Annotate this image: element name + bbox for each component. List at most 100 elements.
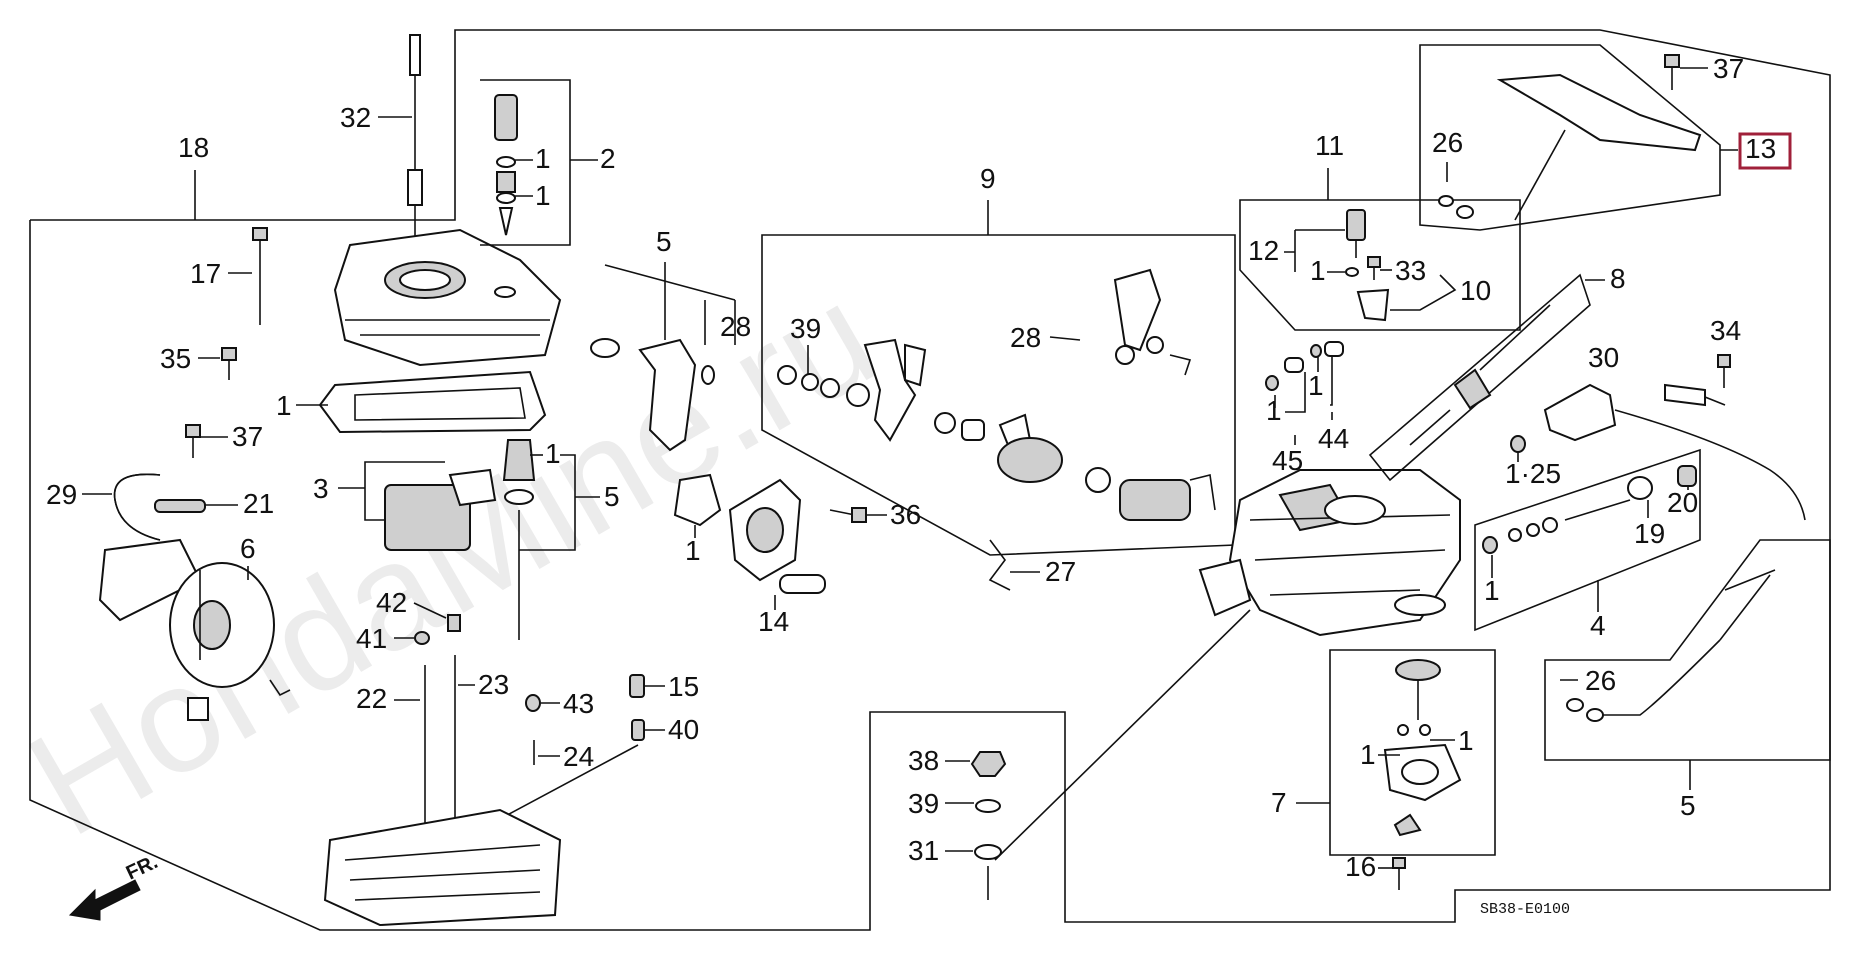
part-16-screw: [1392, 857, 1406, 890]
callout-1-45: 1: [1266, 395, 1282, 426]
callout-1-44: 1: [1308, 370, 1324, 401]
group-13-frame: [1419, 44, 1721, 231]
callout-38: 38: [908, 745, 939, 776]
callout-43: 43: [563, 688, 594, 719]
part-27-clip: [988, 539, 1011, 591]
part-33-screw: [1367, 256, 1381, 280]
part-7-accelerator-pump: [1383, 659, 1462, 837]
callout-26-right: 26: [1585, 665, 1616, 696]
part-15: [629, 674, 645, 698]
part-13-bracket: [1496, 73, 1702, 221]
callout-34: 34: [1710, 315, 1741, 346]
part-12-valve: [1346, 209, 1366, 258]
callout-1-jet-b: 1: [535, 180, 551, 211]
part-38-nut: [970, 751, 1007, 777]
part-21-fitting: [154, 499, 206, 513]
part-31-washer: [974, 844, 1002, 860]
direction-arrow: [68, 879, 141, 921]
part-45-jet: [1265, 375, 1279, 391]
callout-5-linkage: 5: [656, 226, 672, 257]
part-30-cable: [1543, 383, 1806, 521]
part-2-jet-assembly: [480, 79, 571, 298]
callout-44: 44: [1318, 423, 1349, 454]
callout-1-pump-left: 1: [1360, 739, 1376, 770]
part-8-spring-screw: [1409, 304, 1551, 446]
callout-21: 21: [243, 488, 274, 519]
callout-15: 15: [668, 671, 699, 702]
callout-27: 27: [1045, 556, 1076, 587]
callout-31: 31: [908, 835, 939, 866]
callout-26-top: 26: [1432, 127, 1463, 158]
callout-23: 23: [478, 669, 509, 700]
callout-1-pump-right: 1: [1458, 725, 1474, 756]
group-4-frame: [1474, 448, 1701, 632]
group-5-right-frame: [1544, 539, 1831, 761]
group-8-frame: [1368, 273, 1591, 482]
part-1-gasket: [318, 370, 547, 434]
part-6-vacuum-diaphragm: [98, 538, 291, 721]
part-5-needle-valve: [502, 439, 536, 640]
callout-9: 9: [980, 163, 996, 194]
callout-6: 6: [240, 533, 256, 564]
group-11-frame: [1239, 199, 1521, 331]
part-25-jet: [1510, 435, 1526, 453]
callout-1-25: 1·25: [1505, 458, 1561, 489]
callout-1-4: 1: [1484, 575, 1500, 606]
part-10-bracket: [1356, 288, 1390, 322]
part-39-washer: [975, 799, 1001, 813]
part-3-float: [384, 468, 497, 551]
group-7-frame: [1329, 649, 1496, 856]
callout-13-highlight: [1738, 132, 1792, 170]
callout-7: 7: [1271, 787, 1287, 818]
callout-41: 41: [356, 623, 387, 654]
part-41: [414, 631, 430, 645]
callout-19: 19: [1634, 518, 1665, 549]
callout-37-left: 37: [232, 421, 263, 452]
callout-35: 35: [160, 343, 191, 374]
part-14-housing: [728, 478, 826, 594]
callout-1-valve: 1: [1310, 255, 1326, 286]
part-42: [447, 614, 461, 632]
callout-17: 17: [190, 258, 221, 289]
part-44-jet: [1310, 344, 1322, 358]
callout-37-right: 37: [1713, 53, 1744, 84]
part-4-jet-assembly: [1482, 465, 1697, 554]
part-5-rod-assembly: [1566, 569, 1776, 722]
part-1-gasket-14: [673, 473, 722, 527]
part-37-bolt-right: [1664, 54, 1680, 90]
callout-45: 45: [1272, 445, 1303, 476]
part-43: [525, 694, 541, 712]
callout-29: 29: [46, 479, 77, 510]
callout-4: 4: [1590, 610, 1606, 641]
callout-13: 13: [1745, 133, 1776, 164]
callout-1-gasket: 1: [276, 390, 292, 421]
part-17-bolt: [252, 227, 268, 325]
callout-28-center: 28: [1010, 322, 1041, 353]
callout-24: 24: [563, 741, 594, 772]
part-carburetor-body: [1198, 469, 1461, 637]
callout-39-center: 39: [790, 313, 821, 344]
part-45-fitting: [1284, 357, 1304, 373]
callout-18: 18: [178, 132, 209, 163]
part-29-hose: [113, 473, 161, 541]
callout-11: 11: [1315, 130, 1344, 161]
diagram-code: SB38-E0100: [1480, 901, 1570, 918]
callout-40: 40: [668, 714, 699, 745]
part-44-fitting: [1324, 341, 1344, 357]
callout-10: 10: [1460, 275, 1491, 306]
callout-22: 22: [356, 683, 387, 714]
callout-14: 14: [758, 606, 789, 637]
part-carburetor-cover: [333, 228, 562, 367]
callout-5-needle: 5: [604, 481, 620, 512]
callout-39-bottom: 39: [908, 788, 939, 819]
part-34-screw: [1717, 354, 1731, 388]
callout-2: 2: [600, 143, 616, 174]
callout-42: 42: [376, 587, 407, 618]
callout-3: 3: [313, 473, 329, 504]
callout-5-right: 5: [1680, 790, 1696, 821]
callout-1-gasket-14: 1: [685, 535, 701, 566]
part-base-plate: [323, 808, 562, 927]
callout-28-left: 28: [720, 311, 751, 342]
